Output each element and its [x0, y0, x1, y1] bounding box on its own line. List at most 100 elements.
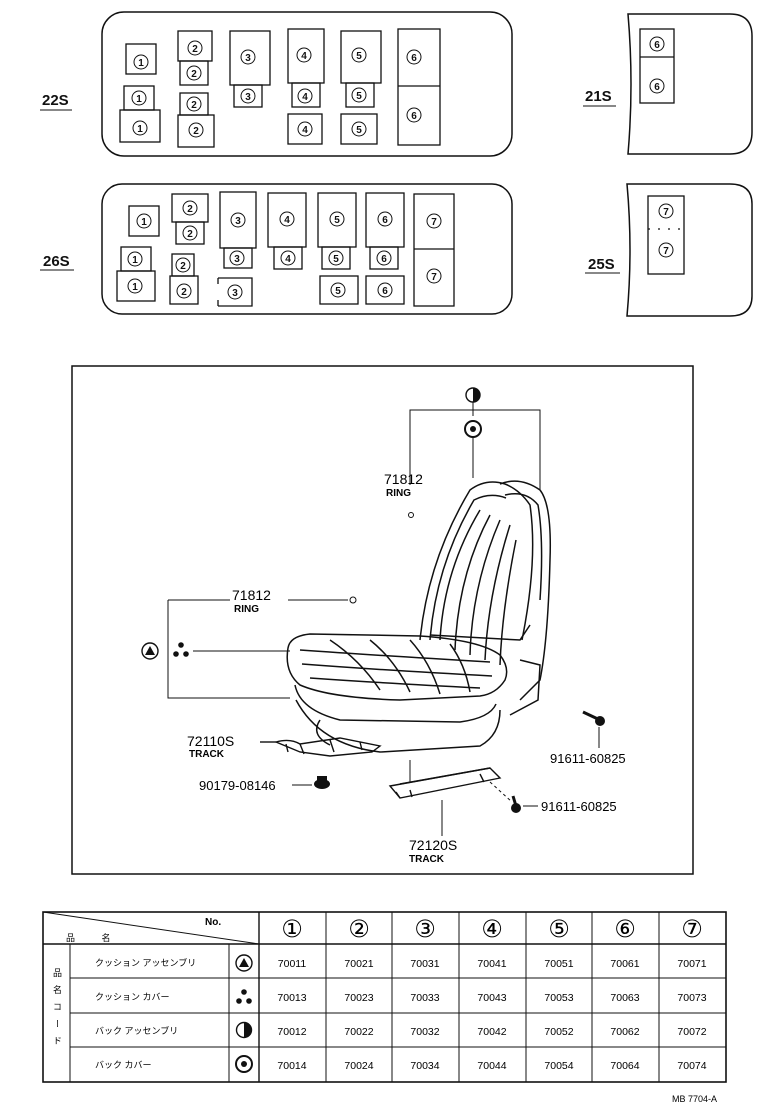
column-header: ⑥ [614, 916, 636, 943]
svg-text:7: 7 [431, 217, 437, 228]
svg-text:5: 5 [333, 254, 339, 265]
svg-text:4: 4 [302, 125, 308, 136]
svg-text:7: 7 [431, 272, 437, 283]
svg-text:1: 1 [132, 255, 138, 266]
layout-25S-boxes [647, 195, 685, 275]
svg-text:1: 1 [137, 124, 143, 135]
code-cell: 70021 [344, 958, 373, 970]
seat-exploded-view: 71812 RING 71812 RING [71, 365, 694, 875]
column-header: ③ [414, 916, 436, 943]
triangle-symbol [141, 642, 159, 660]
seat-back [419, 480, 552, 716]
parts-code-table: No. 品 名 品名コード ① ② ③ ④ ⑤ ⑥ ⑦ クッション アッセンブリ… [42, 911, 727, 1083]
row-name: クッション カバー [95, 992, 170, 1002]
layout-label: 21S [585, 88, 612, 105]
svg-text:3: 3 [245, 53, 251, 64]
code-cell: 70032 [410, 1026, 439, 1038]
svg-text:1: 1 [132, 282, 138, 293]
part-number-ring-upper: 71812 [384, 471, 423, 487]
svg-text:5: 5 [335, 286, 341, 297]
svg-text:2: 2 [193, 126, 199, 137]
table-codes: 70011 70021 70031 70041 70051 70061 7007… [277, 958, 706, 1072]
code-cell: 70053 [544, 992, 573, 1004]
svg-text:3: 3 [232, 288, 238, 299]
svg-text:6: 6 [381, 254, 387, 265]
ring-symbol [464, 420, 482, 438]
part-number-track-bottom: 72120S [409, 837, 457, 853]
part-number-bolt-lower: 91611-60825 [541, 799, 617, 814]
layout-21S-boxes [639, 28, 675, 104]
code-cell: 70024 [344, 1060, 373, 1072]
svg-text:1: 1 [138, 58, 144, 69]
svg-text:6: 6 [411, 111, 417, 122]
code-cell: 70073 [677, 992, 706, 1004]
part-number-ring-left: 71812 [232, 587, 271, 603]
code-cell: 70034 [410, 1060, 439, 1072]
bolt-icon [511, 795, 521, 813]
three-dots-symbol [173, 642, 189, 657]
svg-text:4: 4 [302, 92, 308, 103]
table-column-headers: ① ② ③ ④ ⑤ ⑥ ⑦ [281, 916, 703, 943]
half-circle-symbol [235, 1021, 253, 1039]
code-cell: 70043 [477, 992, 506, 1004]
code-cell: 70072 [677, 1026, 706, 1038]
svg-text:2: 2 [181, 287, 187, 298]
svg-text:6: 6 [382, 286, 388, 297]
layout-25S: 25S [585, 183, 753, 317]
part-name-track-left: TRACK [189, 749, 225, 760]
code-cell: 70014 [277, 1060, 306, 1072]
layout-label: 25S [588, 256, 615, 273]
svg-text:2: 2 [187, 204, 193, 215]
column-header: ⑤ [548, 916, 570, 943]
bolt-icon [582, 710, 605, 726]
code-cell: 70033 [410, 992, 439, 1004]
svg-text:5: 5 [356, 125, 362, 136]
svg-text:3: 3 [245, 92, 251, 103]
code-cell: 70064 [610, 1060, 639, 1072]
code-cell: 70011 [278, 958, 307, 970]
footer-code: MB 7704-A [672, 1094, 717, 1104]
part-number-track-left: 72110S [187, 733, 234, 749]
layout-26S-numbers: 1 1 1 2 2 2 2 3 3 3 4 4 5 5 5 6 6 6 7 7 [127, 200, 442, 300]
code-cell: 70061 [610, 958, 639, 970]
code-cell: 70054 [544, 1060, 573, 1072]
code-cell: 70044 [477, 1060, 506, 1072]
part-number-clip: 90179-08146 [199, 778, 276, 793]
svg-text:5: 5 [356, 51, 362, 62]
column-header: ④ [481, 916, 503, 943]
code-cell: 70051 [544, 958, 573, 970]
svg-text:7: 7 [663, 207, 669, 218]
code-cell: 70041 [477, 958, 506, 970]
layout-21S: 21S [583, 13, 753, 155]
svg-text:3: 3 [234, 254, 240, 265]
svg-text:6: 6 [382, 215, 388, 226]
svg-text:1: 1 [141, 217, 147, 228]
svg-text:4: 4 [284, 215, 290, 226]
seat-tracks [260, 737, 502, 799]
code-cell: 70052 [544, 1026, 573, 1038]
column-header: ② [348, 916, 370, 943]
svg-text:7: 7 [663, 246, 669, 257]
row-name: バック アッセンブリ [95, 1025, 178, 1036]
row-name: バック カバー [95, 1060, 152, 1070]
table-code-header: 品名コード [52, 968, 62, 1053]
layout-26S: 26S [40, 183, 513, 315]
svg-text:3: 3 [235, 216, 241, 227]
svg-text:4: 4 [301, 51, 307, 62]
svg-text:6: 6 [654, 40, 660, 51]
svg-text:6: 6 [654, 82, 660, 93]
code-cell: 70013 [277, 992, 306, 1004]
svg-text:5: 5 [356, 91, 362, 102]
layout-label: 22S [42, 92, 69, 109]
table-item-header: 品 名 [66, 932, 123, 943]
code-cell: 70023 [344, 992, 373, 1004]
layout-22S: 22S [40, 11, 513, 157]
code-cell: 70063 [610, 992, 639, 1004]
column-header: ⑦ [681, 916, 703, 943]
part-name-ring-upper: RING [386, 488, 411, 499]
column-header: ① [281, 916, 303, 943]
row-name: クッション アッセンブリ [95, 957, 196, 968]
layout-22S-numbers: 1 1 1 2 2 2 2 3 3 4 4 4 5 5 5 6 6 [131, 40, 422, 138]
part-name-ring-left: RING [234, 604, 259, 615]
